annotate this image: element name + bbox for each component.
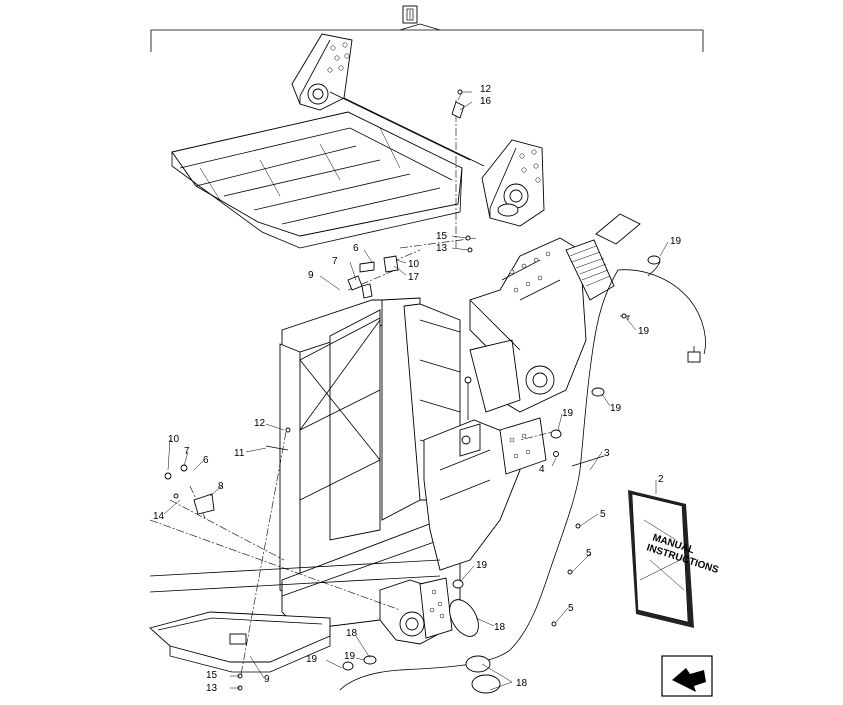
callout-5: 5 xyxy=(568,603,574,614)
callout-10: 10 xyxy=(168,434,180,445)
side-plate xyxy=(469,237,587,413)
callout-16: 16 xyxy=(480,96,492,107)
upper-left-arm xyxy=(291,33,485,167)
callout-15: 15 xyxy=(206,670,218,681)
callout-6: 6 xyxy=(353,243,359,254)
callout-14: 14 xyxy=(153,511,165,522)
callout-7: 7 xyxy=(184,446,190,457)
callout-18: 18 xyxy=(346,628,358,639)
manual-booklet: MANUAL INSTRUCTIONS xyxy=(628,490,720,628)
callout-5: 5 xyxy=(600,509,606,520)
callout-2: 2 xyxy=(658,474,664,485)
callout-12: 12 xyxy=(480,84,492,95)
leader-lines xyxy=(163,91,669,691)
callout-3: 3 xyxy=(604,448,610,459)
callout-18: 18 xyxy=(516,678,528,689)
upper-right-arm xyxy=(481,139,545,227)
control-module xyxy=(565,213,641,301)
callout-7: 7 xyxy=(332,256,338,267)
lower-right-arm xyxy=(379,577,453,645)
callout-15: 15 xyxy=(436,231,448,242)
lower-platform xyxy=(149,519,441,673)
cable-harness-3 xyxy=(339,261,706,691)
callout-5: 5 xyxy=(586,548,592,559)
callout-13: 13 xyxy=(436,243,448,254)
callout-9: 9 xyxy=(264,674,270,685)
callout-9: 9 xyxy=(308,270,314,281)
callout-19: 19 xyxy=(638,326,650,337)
callout-19: 19 xyxy=(562,408,574,419)
callout-6: 6 xyxy=(203,455,209,466)
lower-center-bracket xyxy=(423,376,547,571)
arrow-back-icon[interactable] xyxy=(661,655,713,697)
callout-19: 19 xyxy=(670,236,682,247)
callout-19: 19 xyxy=(476,560,488,571)
callout-18: 18 xyxy=(494,622,506,633)
callout-11: 11 xyxy=(234,448,245,459)
callout-12: 12 xyxy=(254,418,266,429)
callout-labels: 12 16 15 13 6 10 7 17 9 19 19 19 19 2 3 … xyxy=(153,84,682,694)
callout-10: 10 xyxy=(408,259,420,270)
callout-8: 8 xyxy=(218,481,224,492)
top-bracket xyxy=(150,23,704,52)
callout-4: 4 xyxy=(539,464,545,475)
callout-17: 17 xyxy=(408,272,420,283)
hardware-small-parts xyxy=(164,89,661,694)
upper-platform xyxy=(171,111,463,249)
callout-19: 19 xyxy=(610,403,622,414)
callout-19: 19 xyxy=(344,651,356,662)
book-icon[interactable] xyxy=(402,5,418,24)
assembly-lines-upper xyxy=(347,100,477,291)
callout-13: 13 xyxy=(206,683,218,694)
callout-19: 19 xyxy=(306,654,318,665)
main-frame xyxy=(279,297,461,631)
